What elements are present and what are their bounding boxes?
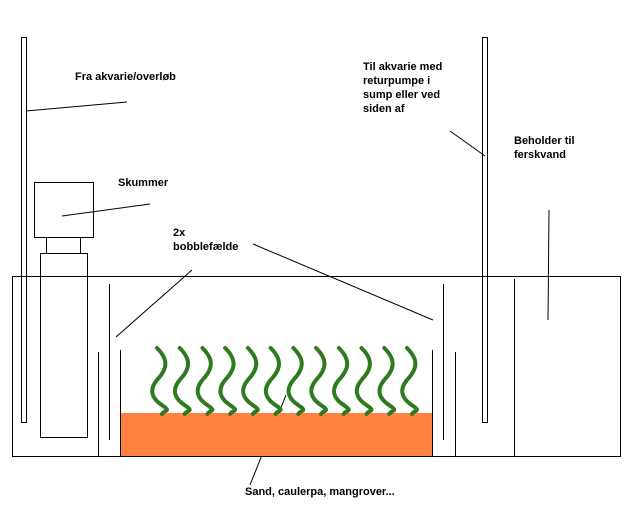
pointer-to-tank [449, 130, 486, 157]
caulerpa-frond [309, 346, 329, 416]
pointer-fresh-container [547, 209, 550, 321]
skimmer-column [40, 253, 88, 438]
sand-bed [121, 413, 432, 456]
sump-tank [12, 276, 621, 457]
caulerpa-frond [172, 346, 192, 416]
skimmer-neck [46, 237, 81, 254]
inflow-pipe [21, 37, 27, 423]
label-bubble-trap: 2x bobblefælde [173, 227, 239, 253]
skimmer-head [34, 182, 94, 238]
caulerpa-frond [241, 346, 260, 416]
caulerpa-frond [400, 346, 419, 416]
caulerpa-plants [150, 346, 419, 416]
label-fresh-container: Beholder til ferskvand [514, 135, 575, 161]
caulerpa-frond [354, 346, 374, 416]
pointer-from-tank [25, 101, 128, 112]
caulerpa-frond [332, 346, 351, 416]
label-from-tank: Fra akvarie/overløb [75, 71, 176, 83]
label-skimmer: Skummer [118, 177, 169, 189]
return-pipe [482, 37, 488, 423]
caulerpa-frond [286, 346, 306, 416]
pointer-bubble-trap-right [252, 243, 434, 321]
label-substrate: Sand, caulerpa, mangrover... [245, 486, 395, 498]
caulerpa-frond [263, 346, 283, 416]
caulerpa-frond [218, 346, 238, 416]
caulerpa-frond [377, 346, 397, 416]
label-to-tank: Til akvarie med returpumpe i sump eller … [363, 61, 443, 115]
pointer-bubble-trap-left [115, 269, 193, 338]
caulerpa-frond [195, 346, 215, 416]
caulerpa-frond [150, 346, 169, 416]
pointer-skimmer [61, 203, 151, 217]
